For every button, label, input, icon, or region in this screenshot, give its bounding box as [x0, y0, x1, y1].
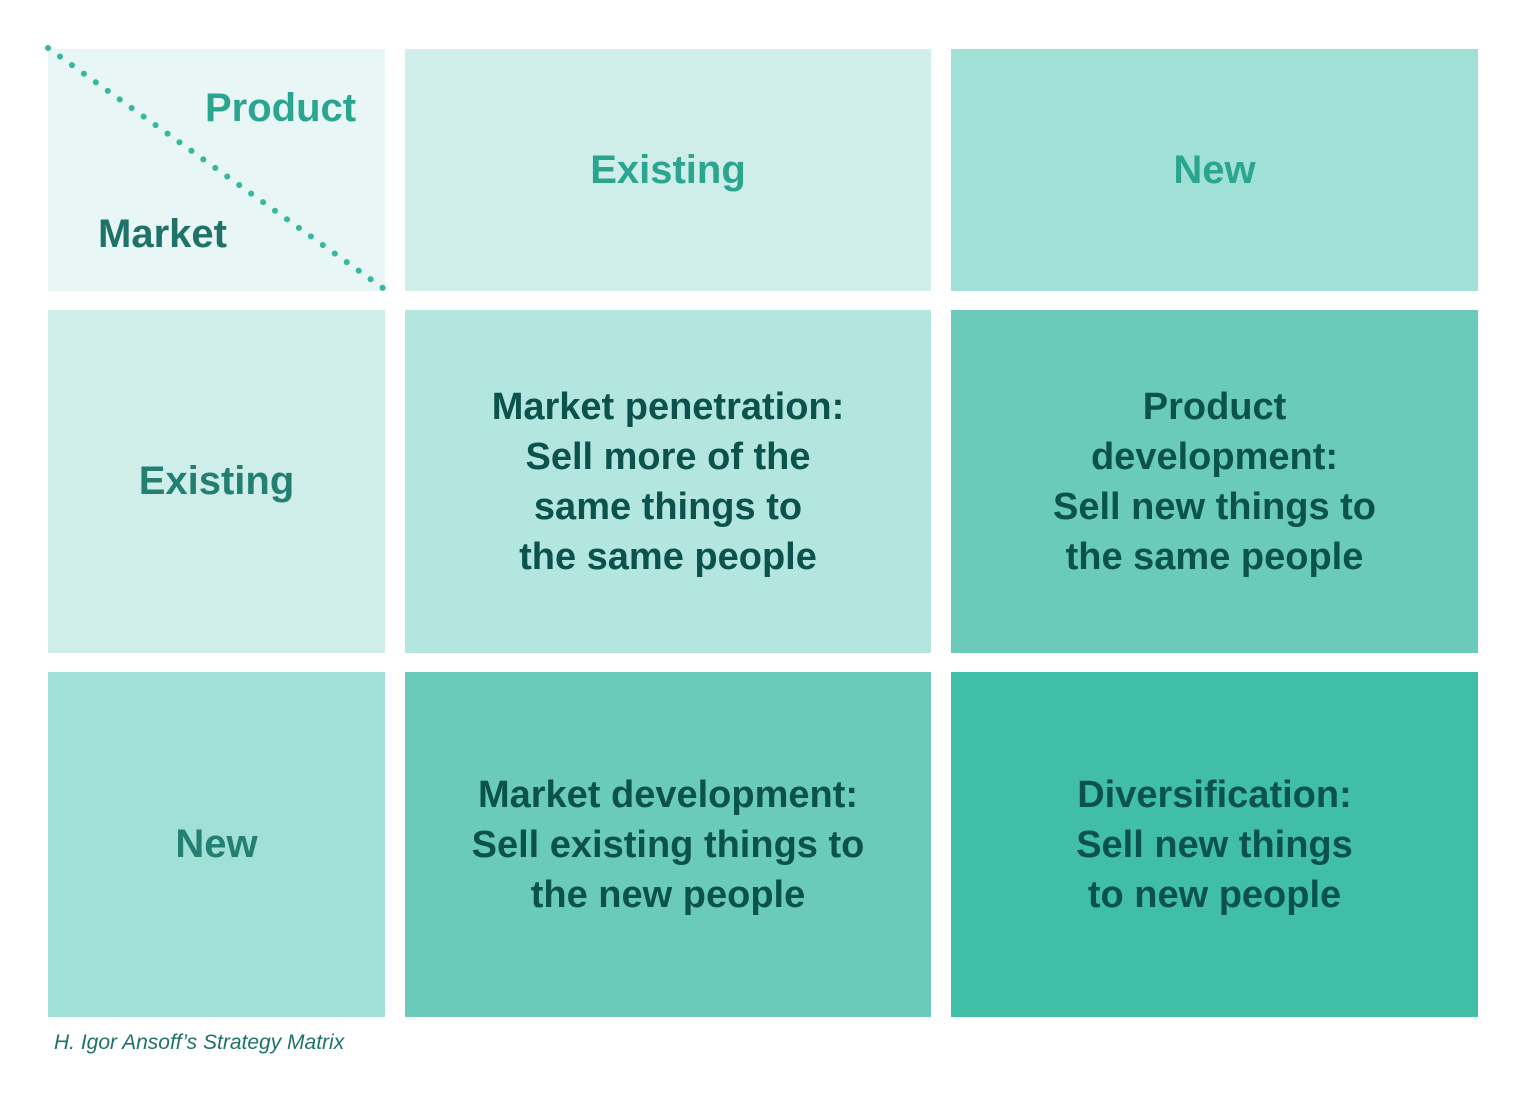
cell-text: Diversification: Sell new things to new … — [1076, 773, 1353, 916]
product-axis-label: Product — [205, 86, 357, 130]
column-header-label: Existing — [590, 147, 746, 192]
column-header-label: New — [1173, 147, 1256, 192]
cell-diversification: Diversification: Sell new things to new … — [951, 672, 1478, 1017]
cell-market-development: Market development: Sell existing things… — [405, 672, 931, 1017]
cell-text: Market penetration: Sell more of the sam… — [491, 385, 845, 578]
cell-text: Product development: Sell new things to … — [1052, 385, 1377, 578]
figure-caption: H. Igor Ansoff’s Strategy Matrix — [54, 1031, 345, 1054]
cell-market-penetration: Market penetration: Sell more of the sam… — [405, 310, 931, 653]
column-header-existing: Existing — [405, 49, 931, 291]
row-header-label: Existing — [138, 459, 295, 503]
row-header-new: New — [48, 672, 385, 1017]
column-header-new: New — [951, 49, 1478, 291]
market-axis-label: Market — [98, 212, 227, 256]
row-header-label: New — [175, 822, 258, 866]
dotted-diagonal-divider — [45, 45, 390, 294]
row-header-existing: Existing — [48, 310, 385, 653]
cell-product-development: Product development: Sell new things to … — [951, 310, 1478, 653]
cell-text: Market development: Sell existing things… — [471, 773, 865, 916]
